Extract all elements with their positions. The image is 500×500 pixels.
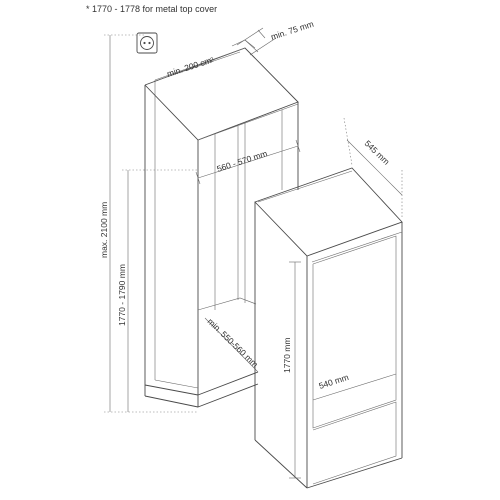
vent-area-sup: 2 [210,57,216,64]
top-gap-dimension: min. 75 mm [236,19,315,56]
vent-area-label: min. 200 cm [166,55,213,79]
appliance-depth-dimension: 545 mm [343,117,403,218]
footnote-text: * 1770 - 1778 for metal top cover [86,4,217,14]
niche-height-label: 1770 - 1790 mm [117,264,127,326]
vent-area-dimension: min. 200 cm 2 [157,39,259,81]
appliance-width-dimension: 540 mm [312,372,397,401]
total-height-label: max. 2100 mm [99,202,109,258]
appliance-height-dimension: 1770 mm [282,261,301,479]
power-socket-icon [136,32,158,54]
appliance-width-label: 540 mm [318,372,350,391]
cabinet-niche [144,47,299,408]
niche-depth-label: min. 550-560 mm [206,316,261,369]
appliance-height-label: 1770 mm [282,338,292,373]
niche-height-dimension: 1770 - 1790 mm [117,169,198,412]
niche-width-dimension: 560 - 570 mm [195,139,301,185]
total-height-dimension: max. 2100 mm [99,34,198,413]
top-gap-label: min. 75 mm [270,19,315,42]
appliance-depth-label: 545 mm [363,138,392,167]
niche-depth-dimension: min. 550-560 mm [204,316,261,373]
niche-width-label: 560 - 570 mm [216,148,269,174]
fridge-appliance [254,167,403,489]
